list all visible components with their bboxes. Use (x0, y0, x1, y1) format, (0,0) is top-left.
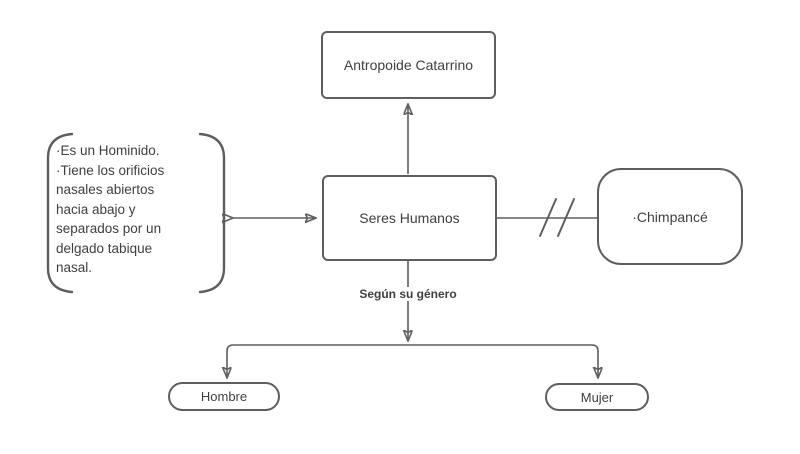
node-mujer[interactable]: Mujer (545, 383, 649, 411)
node-seres-humanos-label: Seres Humanos (359, 210, 460, 226)
no-relation-slash-icon (539, 198, 557, 237)
note-hominido-description[interactable]: ·Es un Hominido. ·Tiene los orificios na… (56, 143, 165, 275)
node-antropoide-catarrino[interactable]: Antropoide Catarrino (321, 31, 496, 99)
brace-right-parenthesis (198, 132, 226, 294)
node-chimpance[interactable]: ·Chimpancé (597, 168, 743, 265)
node-hombre[interactable]: Hombre (168, 382, 280, 411)
branch-line-to-hombre (227, 344, 408, 377)
node-hombre-label: Hombre (200, 389, 248, 404)
node-seres-humanos[interactable]: Seres Humanos (322, 175, 497, 261)
node-chimpance-label: ·Chimpancé (632, 208, 708, 225)
node-antropoide-catarrino-label: Antropoide Catarrino (343, 57, 474, 73)
node-mujer-label: Mujer (580, 389, 614, 405)
brace-left-parenthesis (46, 132, 74, 294)
no-relation-slash-icon (557, 198, 575, 237)
edge-label-segun-genero: Según su género (356, 287, 460, 301)
branch-line-to-mujer (408, 344, 598, 377)
